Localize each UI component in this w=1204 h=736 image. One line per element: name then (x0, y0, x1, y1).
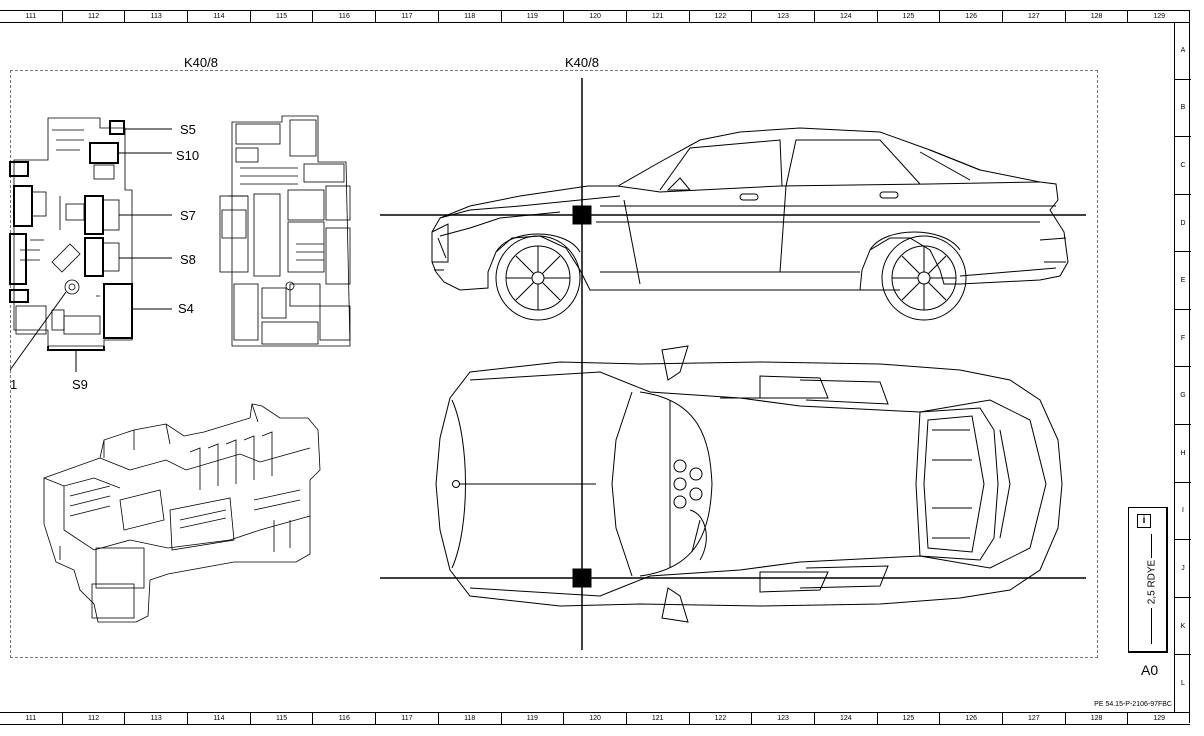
reference-axes (380, 78, 1086, 650)
grid-column-label: 119 (500, 11, 564, 22)
document-reference: PE 54.15-P-2106-97FBC (1094, 701, 1172, 708)
grid-row-label: G (1175, 366, 1191, 424)
connector-label: A0 (1141, 662, 1159, 678)
grid-column-label: 120 (563, 11, 626, 22)
grid-column-label: 127 (1002, 11, 1065, 22)
grid-row-label: C (1175, 136, 1191, 194)
detail-frame (10, 70, 1098, 658)
grid-column-label: 127 (1002, 713, 1065, 724)
grid-column-label: 123 (751, 11, 814, 22)
grid-column-label: 121 (625, 713, 689, 724)
grid-column-label: 112 (61, 713, 125, 724)
grid-column-label: 116 (312, 713, 375, 724)
grid-column-label: 128 (1064, 11, 1128, 22)
grid-row-label: F (1175, 308, 1191, 367)
grid-column-label: 113 (124, 11, 187, 22)
reference-point (452, 480, 460, 488)
grid-column-label: 126 (939, 713, 1002, 724)
grid-column-label: 117 (375, 11, 438, 22)
grid-column-label: 128 (1064, 713, 1128, 724)
grid-column-label: 121 (625, 11, 689, 22)
grid-row-label: L (1175, 654, 1191, 712)
grid-column-label: 114 (187, 713, 250, 724)
grid-column-label: 122 (688, 713, 752, 724)
wire-line-bottom (1151, 608, 1152, 644)
grid-column-label: 129 (1127, 11, 1190, 22)
grid-column-label: 125 (876, 11, 940, 22)
grid-column-label: 113 (124, 713, 187, 724)
grid-column-label: 125 (876, 713, 940, 724)
leader-lines (9, 128, 172, 372)
grid-column-label: 129 (1127, 713, 1190, 724)
grid-column-label: 114 (187, 11, 250, 22)
grid-column-label: 119 (500, 713, 564, 724)
grid-column-label: 120 (563, 713, 626, 724)
wire-line-top (1151, 534, 1152, 558)
callout-label-1: 1 (10, 377, 18, 392)
grid-row-label: D (1175, 193, 1191, 252)
wire-info-box: i 2,5 RDYE (1128, 507, 1168, 653)
grid-column-label: 111 (25, 13, 37, 20)
grid-column-label: 123 (751, 713, 814, 724)
fuse-label-s7: S7 (180, 208, 196, 223)
grid-column-label: 126 (939, 11, 1002, 22)
car-top-view (435, 345, 1063, 623)
sensor-marker-lower (572, 568, 592, 588)
info-icon[interactable]: i (1137, 514, 1151, 528)
grid-column-label: 124 (813, 11, 877, 22)
grid-column-label: 115 (249, 713, 313, 724)
grid-row-label: B (1175, 78, 1191, 137)
grid-column-label: 117 (375, 713, 438, 724)
grid-column-label: 115 (249, 11, 313, 22)
component-label-center: K40/8 (565, 55, 599, 70)
fuse-label-s10: S10 (176, 148, 200, 163)
fuse-label-s4: S4 (178, 301, 194, 316)
wire-spec: 2,5 RDYE (1146, 559, 1158, 605)
fuse-box-isometric (43, 403, 321, 623)
car-side-view (431, 127, 1069, 321)
grid-row-label: I (1175, 481, 1191, 540)
grid-column-label: 124 (813, 713, 877, 724)
grid-row-label: E (1175, 251, 1191, 309)
fuse-label-s8: S8 (180, 252, 196, 267)
grid-column-label: 116 (312, 11, 375, 22)
fuse-box-top-view (9, 117, 133, 351)
fuse-box-bottom-view (219, 115, 351, 347)
grid-column-label: 111 (25, 715, 37, 722)
sensor-marker-upper (572, 205, 592, 225)
grid-row-label: A (1180, 46, 1186, 54)
component-label-left: K40/8 (184, 55, 218, 70)
grid-column-label: 122 (688, 11, 752, 22)
grid-row-label: H (1175, 424, 1191, 482)
grid-column-label: 112 (61, 11, 125, 22)
fuse-label-s5: S5 (180, 122, 196, 137)
grid-row-label: J (1175, 539, 1191, 597)
grid-column-label: 118 (437, 11, 501, 22)
grid-column-label: 118 (437, 713, 501, 724)
grid-row-label: K (1175, 596, 1191, 655)
fuse-label-s9: S9 (72, 377, 88, 392)
